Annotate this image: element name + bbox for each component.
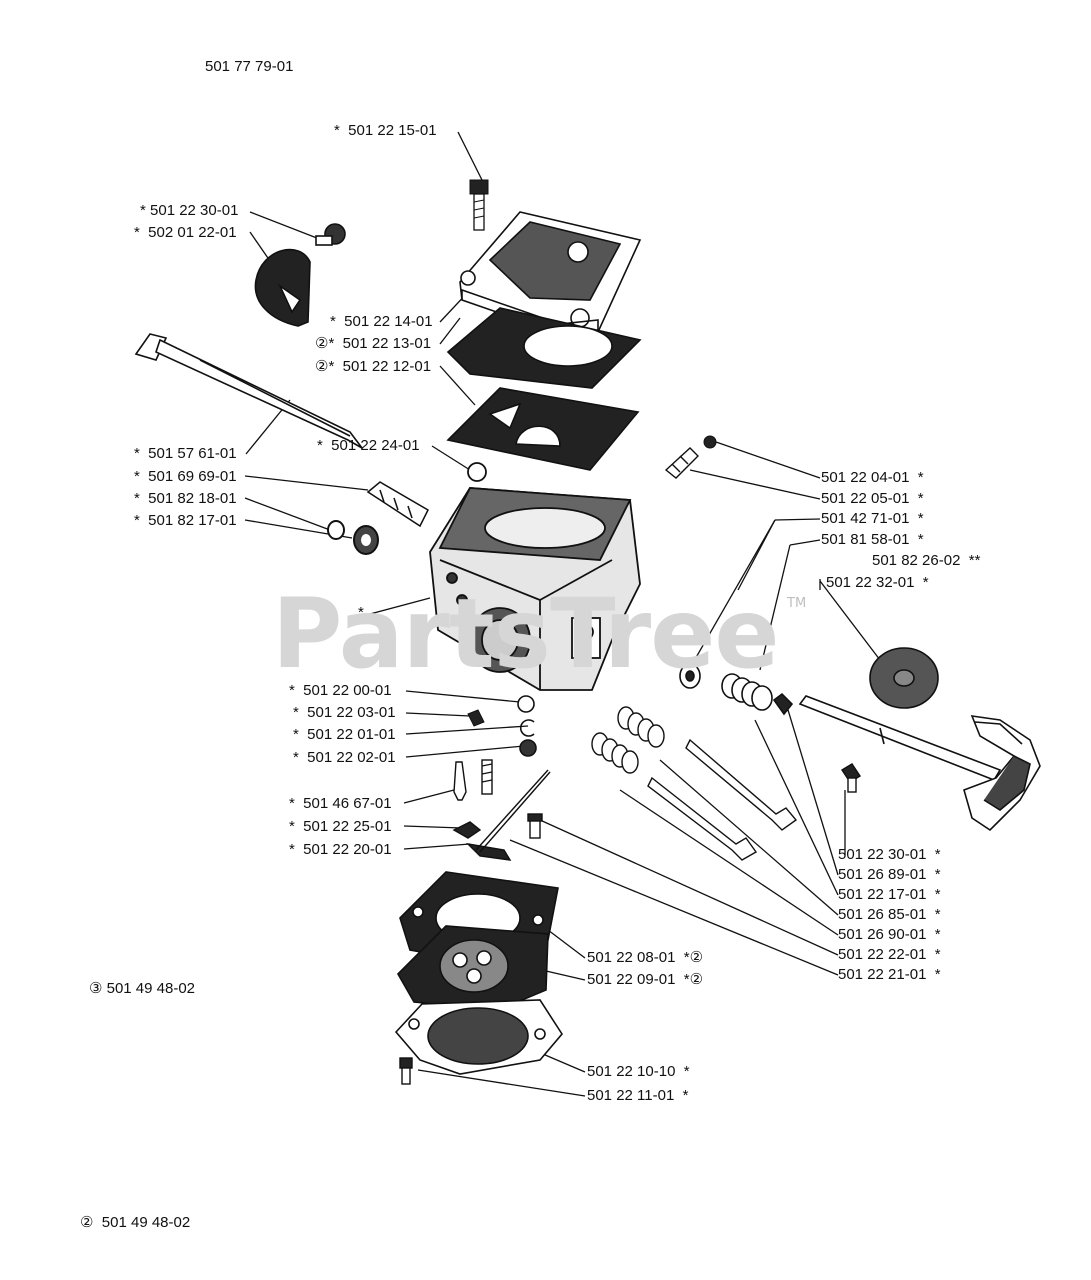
- label-part: 501 22 22-01 *: [838, 946, 941, 963]
- label-part: 501 22 08-01 *②: [587, 949, 704, 966]
- label-part: * 501 22 20-01: [289, 841, 392, 858]
- pump-cover: [459, 211, 642, 335]
- o-ring: [517, 695, 535, 713]
- kit-note-bottom: ② 501 49 48-02: [80, 1214, 191, 1231]
- pump-gasket: [446, 307, 642, 389]
- metering-diaphragm: [397, 925, 549, 1011]
- label-carb-body: *: [358, 604, 364, 621]
- label-part: * 501 22 14-01: [330, 313, 433, 330]
- label-part: ②* 501 22 12-01: [315, 358, 432, 375]
- assembly-number: 501 77 79-01: [205, 58, 294, 75]
- label-part: 501 26 90-01 *: [838, 926, 941, 943]
- watermark-trademark: TM: [787, 596, 807, 611]
- label-part: * 501 22 01-01: [293, 726, 396, 743]
- label-part: * 501 82 18-01: [134, 490, 237, 507]
- choke-shaft: [134, 333, 363, 449]
- label-part: 501 22 09-01 *②: [587, 971, 704, 988]
- label-part: * 502 01 22-01: [134, 224, 237, 241]
- label-part: 501 81 58-01 *: [821, 531, 924, 548]
- label-part: * 501 22 00-01: [289, 682, 392, 699]
- pump-diaphragm: [446, 387, 640, 471]
- label-part: * 501 22 15-01: [334, 122, 437, 139]
- label-part: * 501 57 61-01: [134, 445, 237, 462]
- label-part: 501 26 89-01 *: [838, 866, 941, 883]
- throttle-valve-screw: [841, 763, 861, 793]
- plug-screw: [467, 709, 485, 727]
- kit-note-middle: ③ 501 49 48-02: [89, 980, 196, 997]
- label-part: 501 22 30-01 *: [838, 846, 941, 863]
- leader-lines: [244, 131, 881, 1097]
- label-part: 501 42 71-01 *: [821, 510, 924, 527]
- throttle-valve: [869, 647, 939, 709]
- choke-valve: [254, 223, 346, 327]
- label-part: * 501 46 67-01: [289, 795, 392, 812]
- label-part: * 501 69 69-01: [134, 468, 237, 485]
- ball-detent: [703, 435, 717, 449]
- label-part: 501 22 05-01 *: [821, 490, 924, 507]
- throttle-shaft: [798, 695, 1041, 832]
- label-part: * 501 22 03-01: [293, 704, 396, 721]
- label-part: * 501 22 02-01: [293, 749, 396, 766]
- detent-spring: [664, 447, 699, 479]
- label-part: 501 22 10-10 *: [587, 1063, 690, 1080]
- label-part: 501 22 32-01 *: [826, 574, 929, 591]
- label-part: * 501 22 25-01: [289, 818, 392, 835]
- washer-small: [327, 520, 345, 540]
- circlip: [519, 719, 535, 737]
- inlet-fitting: [366, 481, 429, 528]
- throttle-spring-group: [679, 663, 794, 716]
- label-part: 501 22 21-01 *: [838, 966, 941, 983]
- metering-cover: [394, 999, 563, 1075]
- label-part: 501 22 11-01 *: [587, 1087, 689, 1104]
- label-part: * 501 82 17-01: [134, 512, 237, 529]
- cover-screw: [399, 1057, 413, 1085]
- inlet-needle-group: [452, 759, 551, 861]
- welch-plug: [519, 739, 537, 757]
- label-part: 501 22 17-01 *: [838, 886, 941, 903]
- label-part: 501 22 04-01 *: [821, 469, 924, 486]
- label-part: ②* 501 22 13-01: [315, 335, 432, 352]
- label-part: * 501 22 24-01: [317, 437, 420, 454]
- watermark: PartsTree: [272, 578, 779, 690]
- check-ball: [467, 462, 487, 482]
- label-part: * 501 22 30-01: [140, 202, 239, 219]
- carburetor-body: [429, 487, 641, 691]
- label-part: 501 26 85-01 *: [838, 906, 941, 923]
- mixture-screws: [591, 706, 798, 861]
- label-part: 501 82 26-02 **: [872, 552, 981, 569]
- top-screw: [469, 179, 489, 231]
